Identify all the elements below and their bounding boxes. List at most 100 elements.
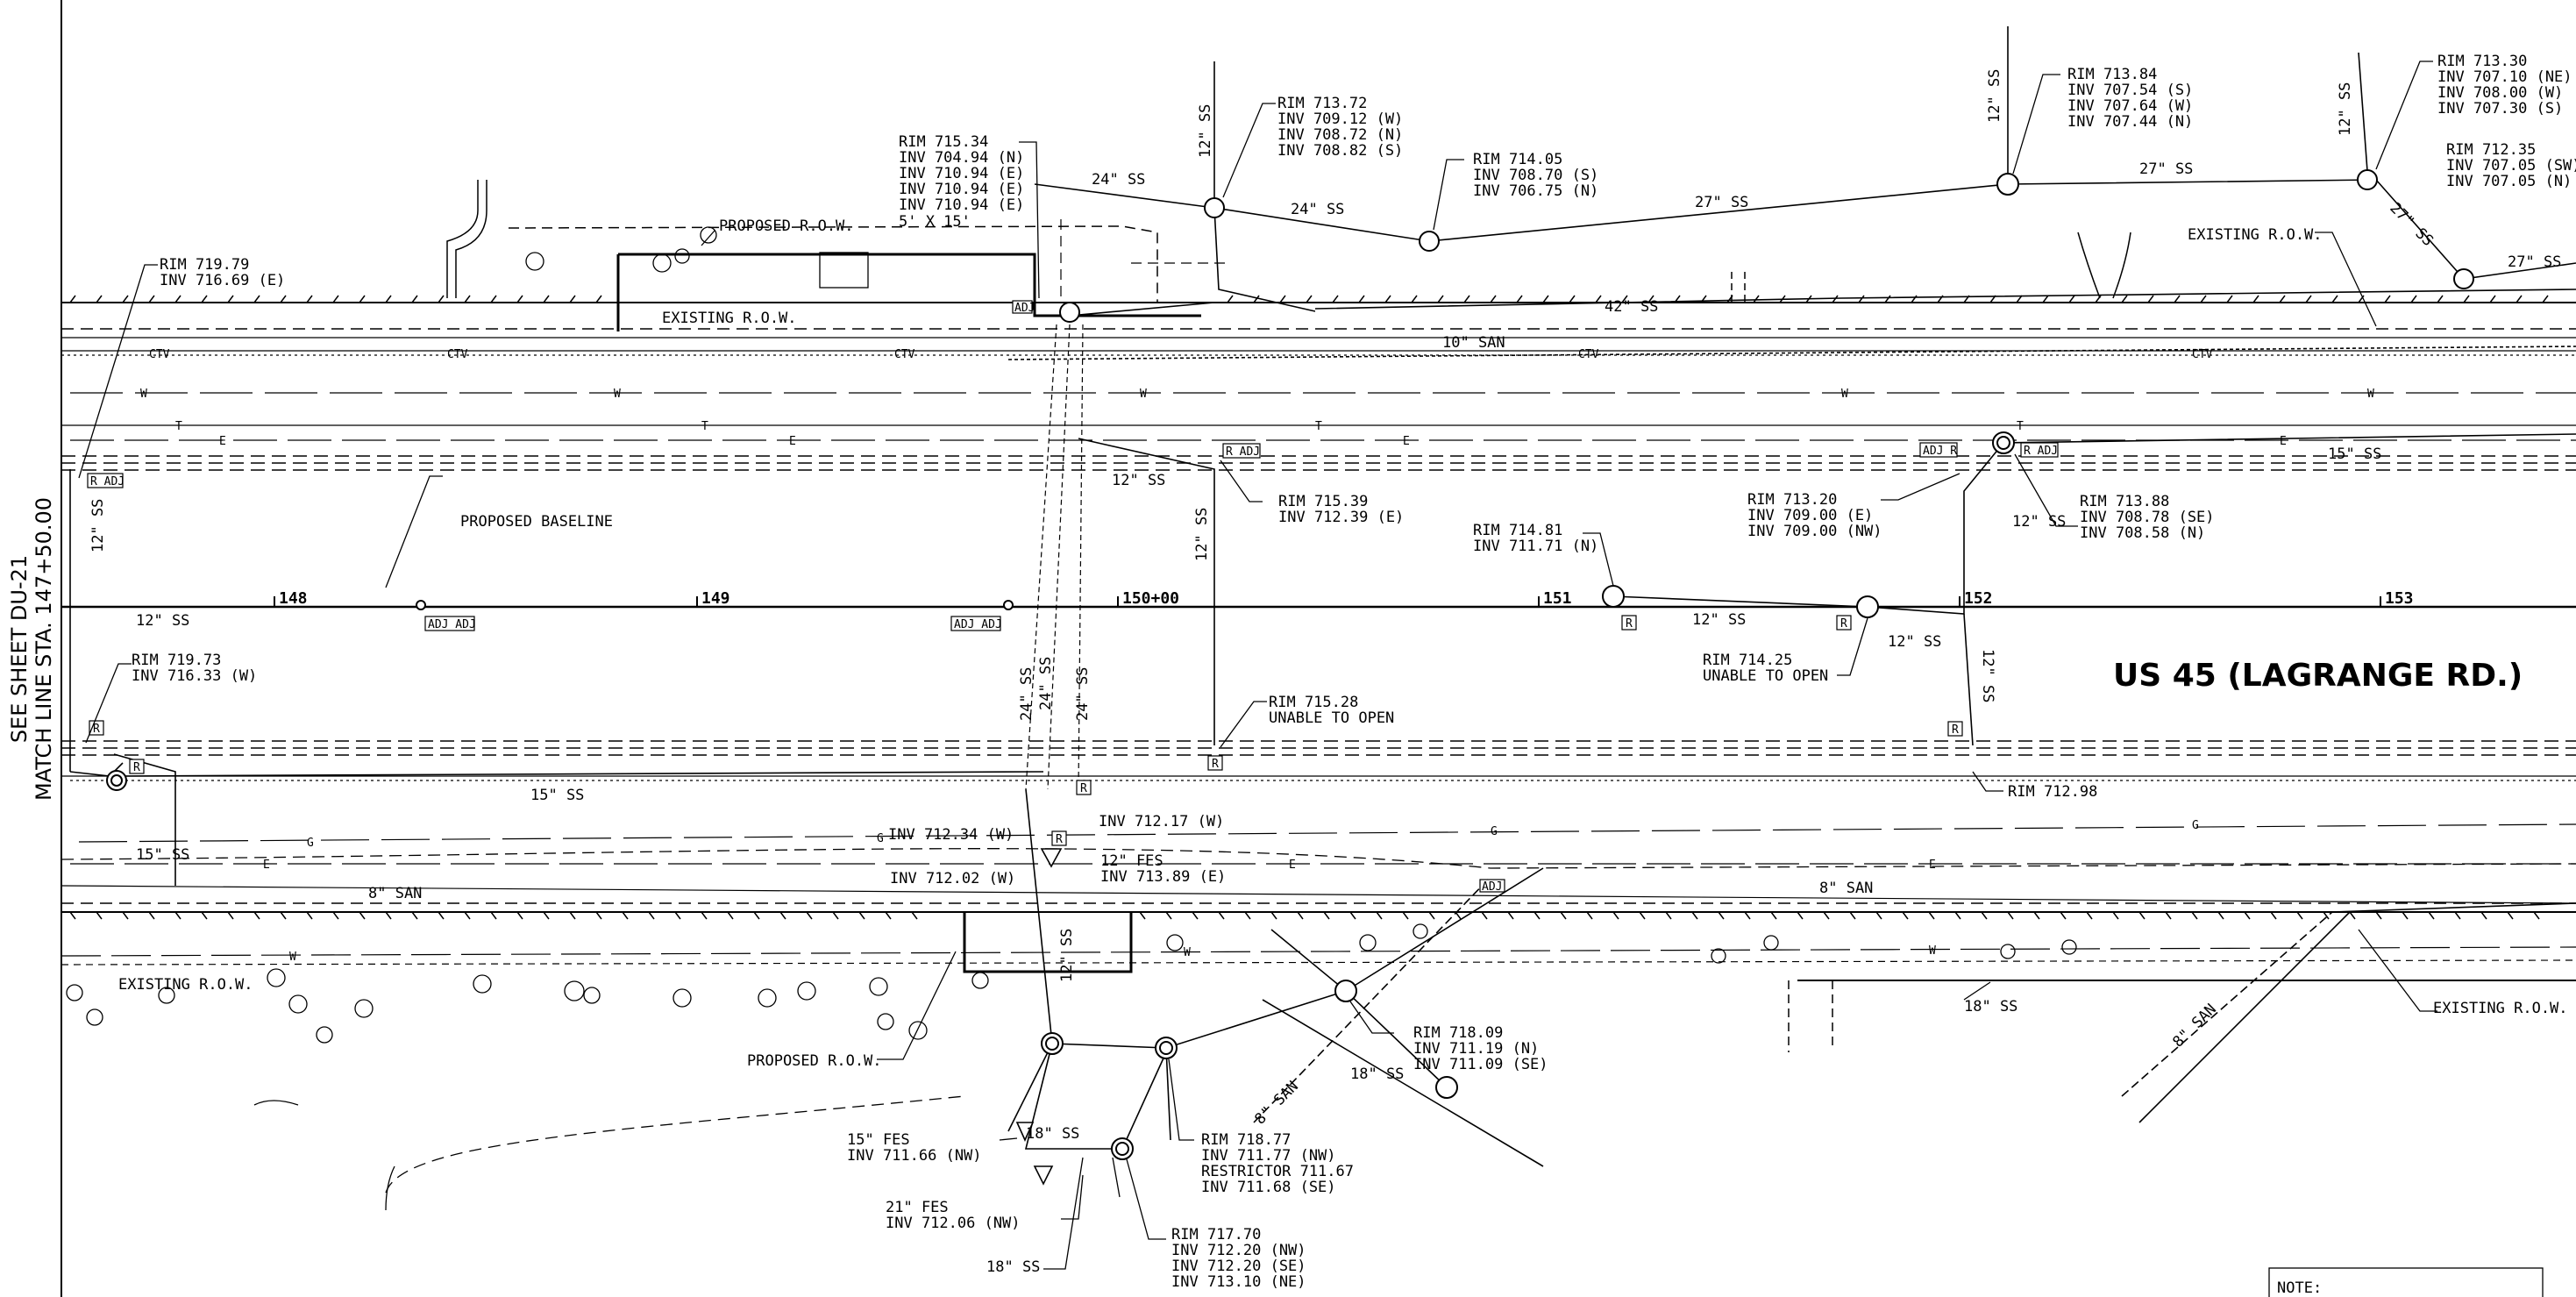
svg-text:12" SS: 12" SS	[1197, 104, 1214, 158]
match-line-station: MATCH LINE STA. 147+50.00	[32, 497, 56, 801]
svg-text:T: T	[701, 420, 708, 433]
svg-text:12" SS: 12" SS	[1986, 69, 2003, 123]
svg-text:W: W	[289, 951, 296, 964]
svg-text:E: E	[219, 435, 226, 448]
svg-text:R: R	[1626, 617, 1633, 631]
svg-text:ADJ: ADJ	[1482, 880, 1502, 894]
svg-text:G: G	[2192, 819, 2199, 832]
svg-text:CTV: CTV	[149, 348, 170, 361]
svg-text:G: G	[877, 832, 884, 845]
svg-text:W: W	[2367, 388, 2374, 401]
pipe-labels: 24" SS 24" SS 27" SS 27" SS 27" SS 27" S…	[89, 69, 2561, 1276]
svg-text:W: W	[1929, 944, 1936, 958]
manholes	[106, 169, 2474, 1160]
svg-text:18" SS: 18" SS	[1350, 1065, 1404, 1083]
svg-text:24" SS: 24" SS	[1291, 201, 1344, 218]
storm-sewer-pipes	[69, 26, 2576, 1167]
svg-text:8" SAN: 8" SAN	[1251, 1078, 1302, 1129]
svg-text:12" SS: 12" SS	[1058, 929, 1076, 982]
svg-text:15" SS: 15" SS	[2328, 445, 2381, 463]
svg-text:ADJ: ADJ	[1014, 302, 1035, 315]
note-title: NOTE:	[2277, 1279, 2322, 1297]
existing-row-north-label: EXISTING R.O.W.	[662, 310, 797, 327]
svg-text:12" SS: 12" SS	[2012, 513, 2066, 531]
existing-row-ne-label: EXISTING R.O.W.	[2188, 226, 2323, 244]
svg-text:R ADJ: R ADJ	[2024, 445, 2058, 458]
note-box	[2268, 1267, 2544, 1297]
svg-text:24" SS: 24" SS	[1018, 667, 1035, 721]
structure-s18: INV 712.02 (W)	[890, 870, 1015, 887]
svg-text:R: R	[133, 761, 140, 774]
svg-text:R: R	[1080, 782, 1087, 795]
svg-text:R: R	[1056, 833, 1063, 846]
match-line-sheet-ref: SEE SHEET DU-21	[7, 555, 32, 743]
svg-text:8" SAN: 8" SAN	[1819, 880, 1873, 897]
adjust-tags	[87, 300, 2059, 893]
svg-text:E: E	[263, 859, 270, 872]
road-name: US 45 (LAGRANGE RD.)	[2113, 658, 2523, 694]
svg-text:24" SS: 24" SS	[1092, 171, 1145, 189]
svg-text:27" SS: 27" SS	[2508, 253, 2561, 271]
station-153: 153	[2385, 589, 2414, 608]
svg-text:10" SAN: 10" SAN	[1442, 334, 1505, 352]
station-150: 150+00	[1122, 589, 1179, 608]
svg-text:15" SS: 15" SS	[136, 846, 189, 864]
svg-text:18" SS: 18" SS	[1964, 998, 2017, 1016]
structure-s16: INV 712.34 (W)	[888, 826, 1014, 844]
svg-text:8" SAN: 8" SAN	[2169, 1001, 2220, 1051]
fes-symbols	[1015, 848, 1063, 1186]
existing-row-sw-label: EXISTING R.O.W.	[118, 976, 253, 994]
row-labels: PROPOSED R.O.W. EXISTING R.O.W. 5' X 15'…	[118, 213, 2568, 1070]
svg-text:T: T	[175, 420, 182, 433]
station-ticks	[274, 596, 2381, 607]
svg-text:12" SS: 12" SS	[1193, 508, 1211, 561]
svg-text:12" SS: 12" SS	[1112, 472, 1165, 489]
proposed-row-north-label: PROPOSED R.O.W.	[719, 217, 854, 235]
svg-text:R: R	[1840, 617, 1847, 631]
station-152: 152	[1964, 589, 1993, 608]
proposed-row-south-label: PROPOSED R.O.W.	[747, 1052, 882, 1070]
svg-text:G: G	[1491, 825, 1498, 838]
svg-text:12" SS: 12" SS	[1979, 649, 1996, 702]
svg-text:E: E	[789, 435, 796, 448]
svg-text:W: W	[1140, 388, 1147, 401]
svg-text:W: W	[140, 388, 147, 401]
station-labels: 148 149 150+00 151 152 153	[279, 589, 2414, 608]
svg-text:18" SS: 18" SS	[986, 1258, 1040, 1276]
svg-text:12" SS: 12" SS	[1692, 611, 1746, 629]
svg-text:W: W	[1184, 946, 1191, 959]
svg-text:W: W	[614, 388, 621, 401]
svg-text:42" SS: 42" SS	[1605, 298, 1658, 316]
svg-text:15" SS: 15" SS	[530, 787, 584, 804]
station-149: 149	[701, 589, 730, 608]
svg-text:24" SS: 24" SS	[1037, 657, 1055, 710]
leader-lines	[78, 61, 2437, 1270]
structure-s17: INV 712.17 (W)	[1099, 813, 1224, 830]
svg-text:8" SAN: 8" SAN	[368, 885, 422, 902]
svg-text:G: G	[307, 837, 314, 850]
station-151: 151	[1543, 589, 1572, 608]
svg-text:24" SS: 24" SS	[1074, 667, 1092, 721]
trees	[66, 226, 2077, 1044]
svg-text:R: R	[93, 723, 100, 736]
svg-text:27" SS: 27" SS	[2139, 160, 2193, 178]
svg-text:ADJ ADJ: ADJ ADJ	[428, 618, 476, 631]
svg-text:12" SS: 12" SS	[2337, 82, 2354, 136]
